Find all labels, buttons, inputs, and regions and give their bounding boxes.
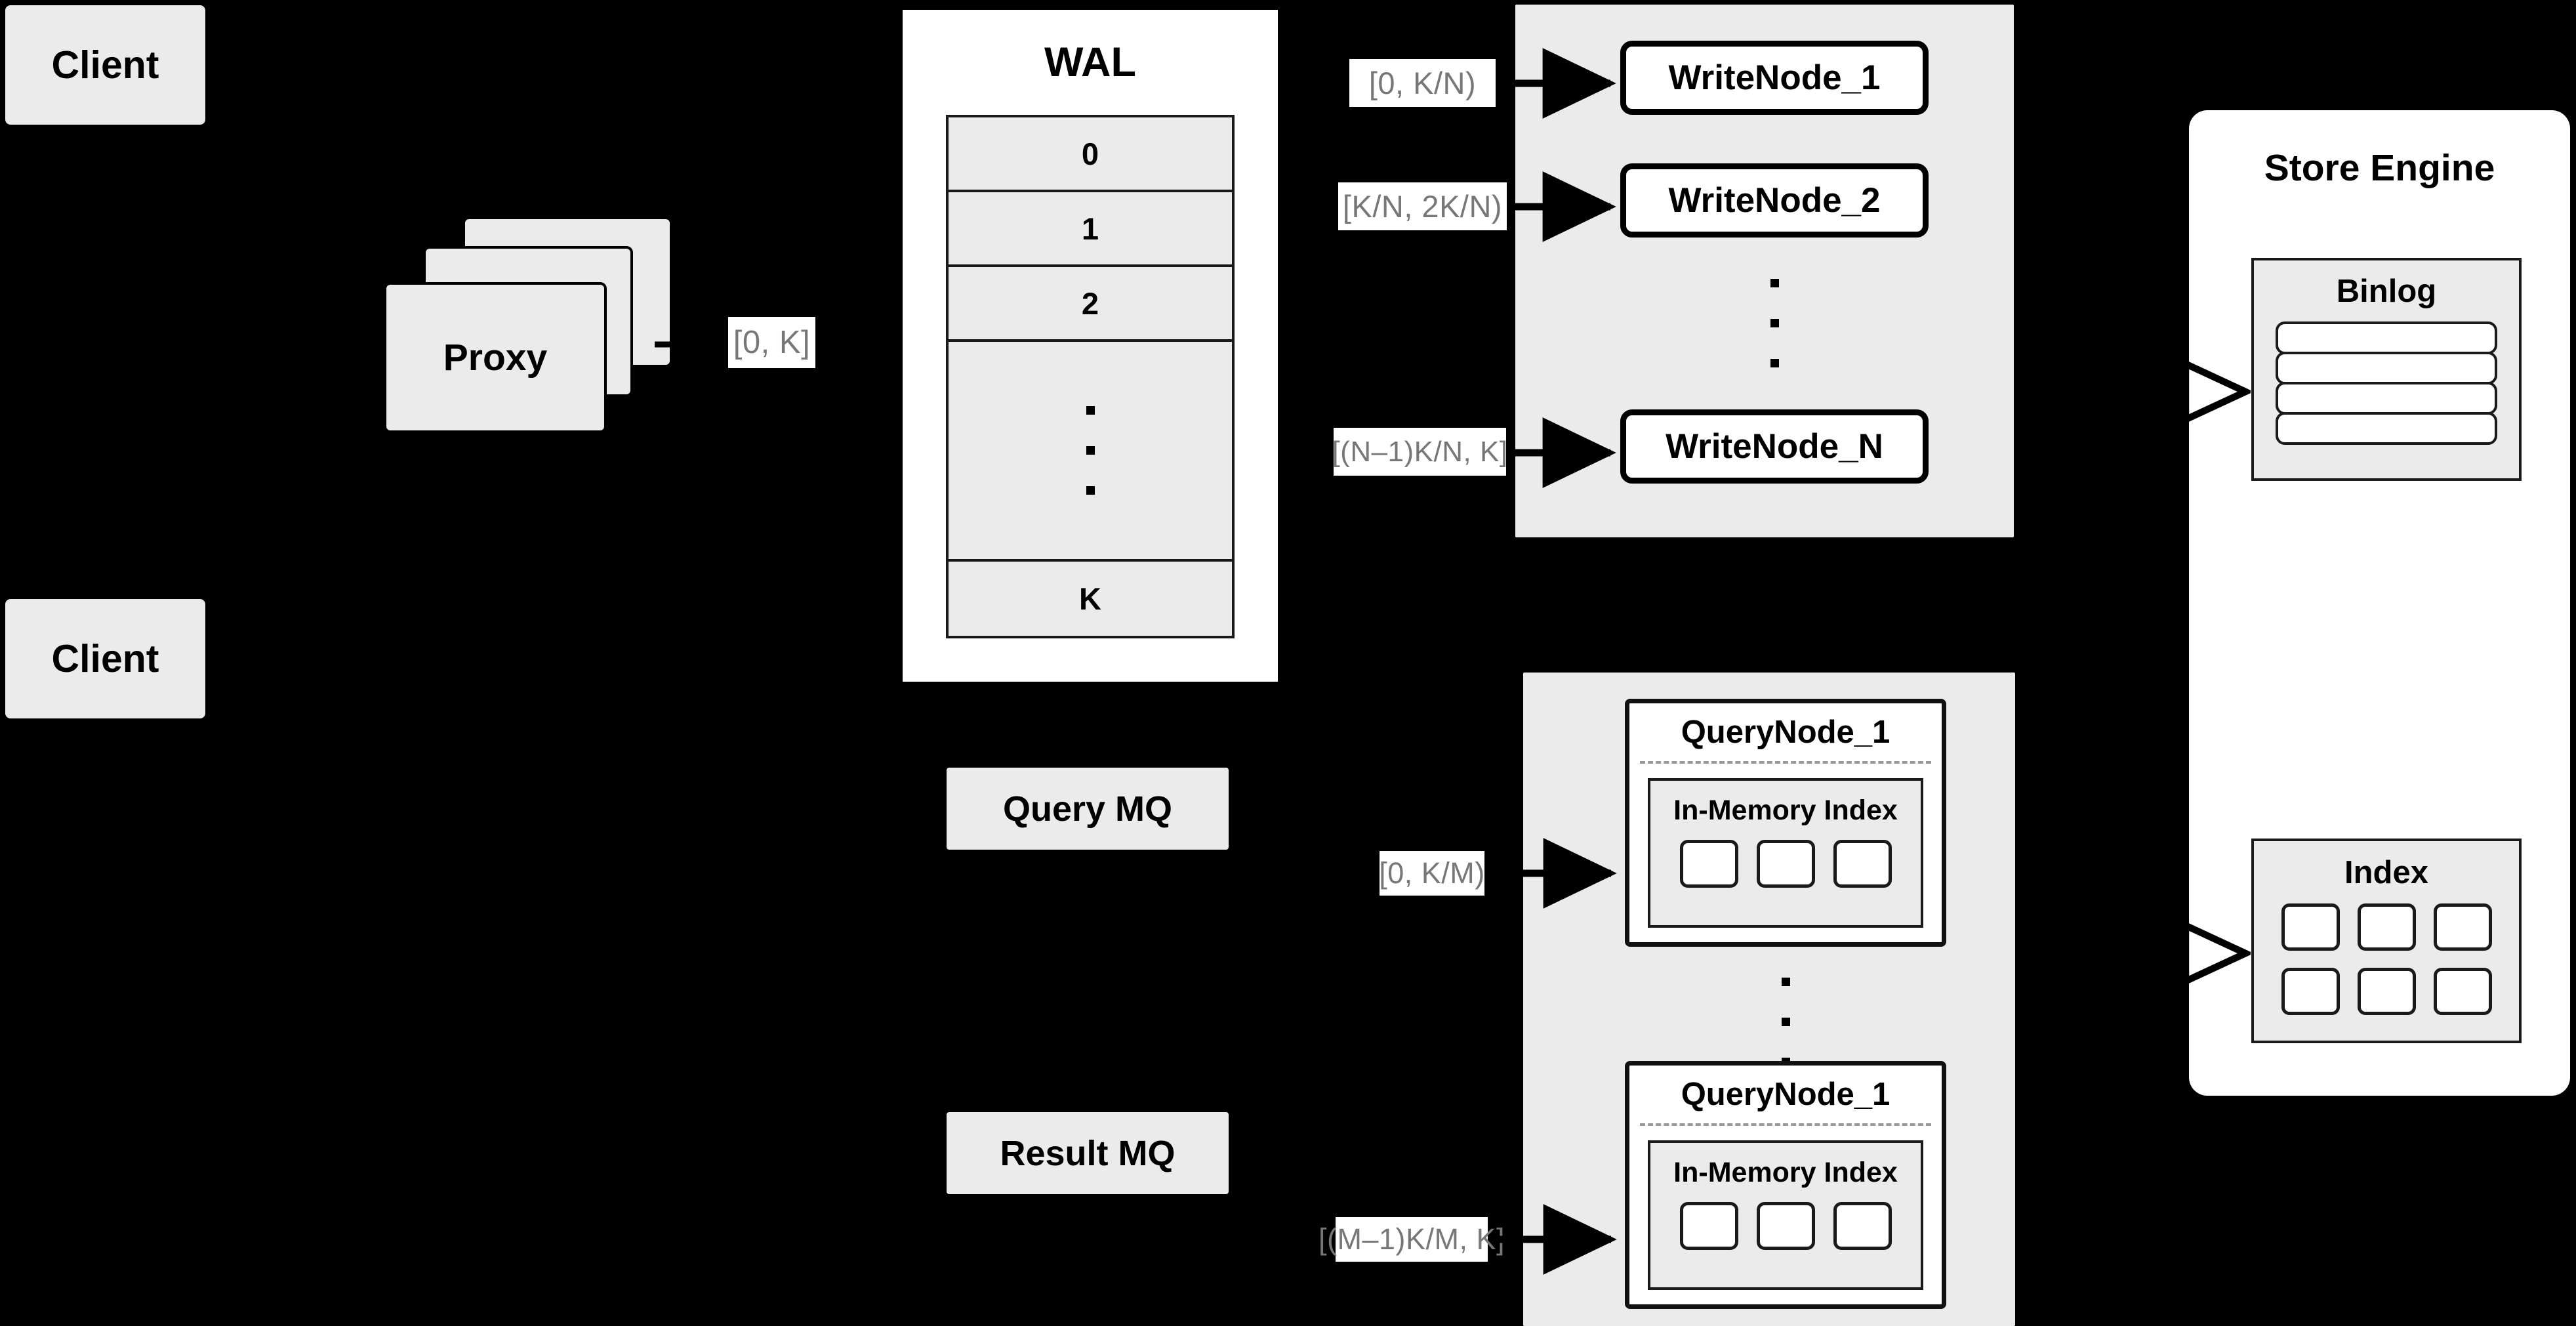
edge-label-mq-to-querynode-m: [(M–1)K/M, K] xyxy=(1319,1217,1505,1262)
edge-label-wal-to-writenode-2: [K/N, 2K/N) xyxy=(1338,182,1507,230)
index-cell[interactable] xyxy=(1679,1202,1738,1250)
index-cell[interactable] xyxy=(1756,1202,1815,1250)
wal-row[interactable]: K xyxy=(949,562,1232,636)
edge-label-wal-to-writenode-n: [(N–1)K/N, K] xyxy=(1332,428,1507,476)
wal-row[interactable]: 2 xyxy=(949,267,1232,342)
write-node-2-label: WriteNode_2 xyxy=(1668,181,1881,220)
query-node-1-title: QueryNode_1 xyxy=(1681,715,1891,750)
wal-row-ellipsis xyxy=(949,342,1232,562)
index-grid-row xyxy=(2281,968,2492,1015)
edge-label-text: [0, K] xyxy=(733,325,811,360)
query-node-1-memory-index: In-Memory Index xyxy=(1648,778,1923,928)
edge-label-mq-to-querynode-1: [0, K/M) xyxy=(1379,851,1484,896)
query-node-m-title: QueryNode_1 xyxy=(1681,1077,1891,1112)
wal-row[interactable]: 1 xyxy=(949,192,1232,267)
wal-title: WAL xyxy=(1044,39,1136,85)
proxy-stack[interactable]: Proxy xyxy=(384,217,672,433)
wal-row-list: 0 1 2 K xyxy=(946,115,1235,638)
store-engine-title: Store Engine xyxy=(2264,146,2495,189)
write-node-1[interactable]: WriteNode_1 xyxy=(1620,41,1929,115)
write-node-cluster: WriteNode_1 WriteNode_2 WriteNode_N xyxy=(1515,5,2014,537)
index-cell-row-1 xyxy=(1650,840,1921,888)
query-node-1-divider xyxy=(1640,761,1931,764)
binlog-row[interactable] xyxy=(2276,352,2497,384)
write-node-n-label: WriteNode_N xyxy=(1666,427,1883,466)
client-label-1: Client xyxy=(51,43,159,87)
query-node-1[interactable]: QueryNode_1 In-Memory Index xyxy=(1625,699,1946,947)
index-cell-grid xyxy=(2254,903,2519,1015)
result-mq-box[interactable]: Result MQ xyxy=(947,1112,1229,1194)
wal-row[interactable]: 0 xyxy=(949,117,1232,192)
index-cell[interactable] xyxy=(1756,840,1815,888)
write-node-n[interactable]: WriteNode_N xyxy=(1620,409,1929,484)
proxy-label: Proxy xyxy=(443,337,548,379)
binlog-box: Binlog xyxy=(2251,258,2522,481)
index-cell[interactable] xyxy=(2281,968,2340,1015)
result-mq-label: Result MQ xyxy=(1000,1133,1176,1173)
binlog-row-list xyxy=(2254,321,2519,445)
edge-label-wal-to-writenode-1: [0, K/N) xyxy=(1349,59,1496,107)
edge-label-proxy-to-wal: [0, K] xyxy=(728,317,815,368)
binlog-row[interactable] xyxy=(2276,321,2497,354)
binlog-title: Binlog xyxy=(2336,273,2437,309)
client-box-1[interactable]: Client xyxy=(5,5,205,125)
write-node-ellipsis xyxy=(1620,260,1929,385)
in-memory-index-title-2: In-Memory Index xyxy=(1673,1156,1898,1188)
query-mq-label: Query MQ xyxy=(1002,789,1173,829)
index-cell[interactable] xyxy=(2357,903,2416,951)
in-memory-index-title-1: In-Memory Index xyxy=(1673,794,1898,826)
proxy-card-front[interactable]: Proxy xyxy=(384,282,607,433)
index-cell[interactable] xyxy=(1833,1202,1892,1250)
index-cell-row-2 xyxy=(1650,1202,1921,1250)
index-cell[interactable] xyxy=(1679,840,1738,888)
query-node-m[interactable]: QueryNode_1 In-Memory Index xyxy=(1625,1061,1946,1309)
index-cell[interactable] xyxy=(2433,968,2492,1015)
index-cell[interactable] xyxy=(2281,903,2340,951)
binlog-row[interactable] xyxy=(2276,412,2497,445)
index-cell[interactable] xyxy=(1833,840,1892,888)
index-box: Index xyxy=(2251,839,2522,1043)
index-cell[interactable] xyxy=(2357,968,2416,1015)
client-label-2: Client xyxy=(51,637,159,680)
wal-panel: WAL 0 1 2 K xyxy=(897,5,1283,687)
index-cell[interactable] xyxy=(2433,903,2492,951)
binlog-row[interactable] xyxy=(2276,382,2497,415)
query-node-m-memory-index: In-Memory Index xyxy=(1648,1140,1923,1290)
query-mq-box[interactable]: Query MQ xyxy=(947,768,1229,850)
store-engine-panel: Store Engine Binlog Index xyxy=(2189,110,2570,1096)
query-node-cluster: QueryNode_1 In-Memory Index QueryNode_1 xyxy=(1523,673,2015,1326)
write-node-1-label: WriteNode_1 xyxy=(1668,58,1881,97)
client-box-2[interactable]: Client xyxy=(5,599,205,718)
index-grid-row xyxy=(2281,903,2492,951)
write-node-2[interactable]: WriteNode_2 xyxy=(1620,163,1929,238)
index-title: Index xyxy=(2344,854,2428,890)
query-node-m-divider xyxy=(1640,1123,1931,1126)
